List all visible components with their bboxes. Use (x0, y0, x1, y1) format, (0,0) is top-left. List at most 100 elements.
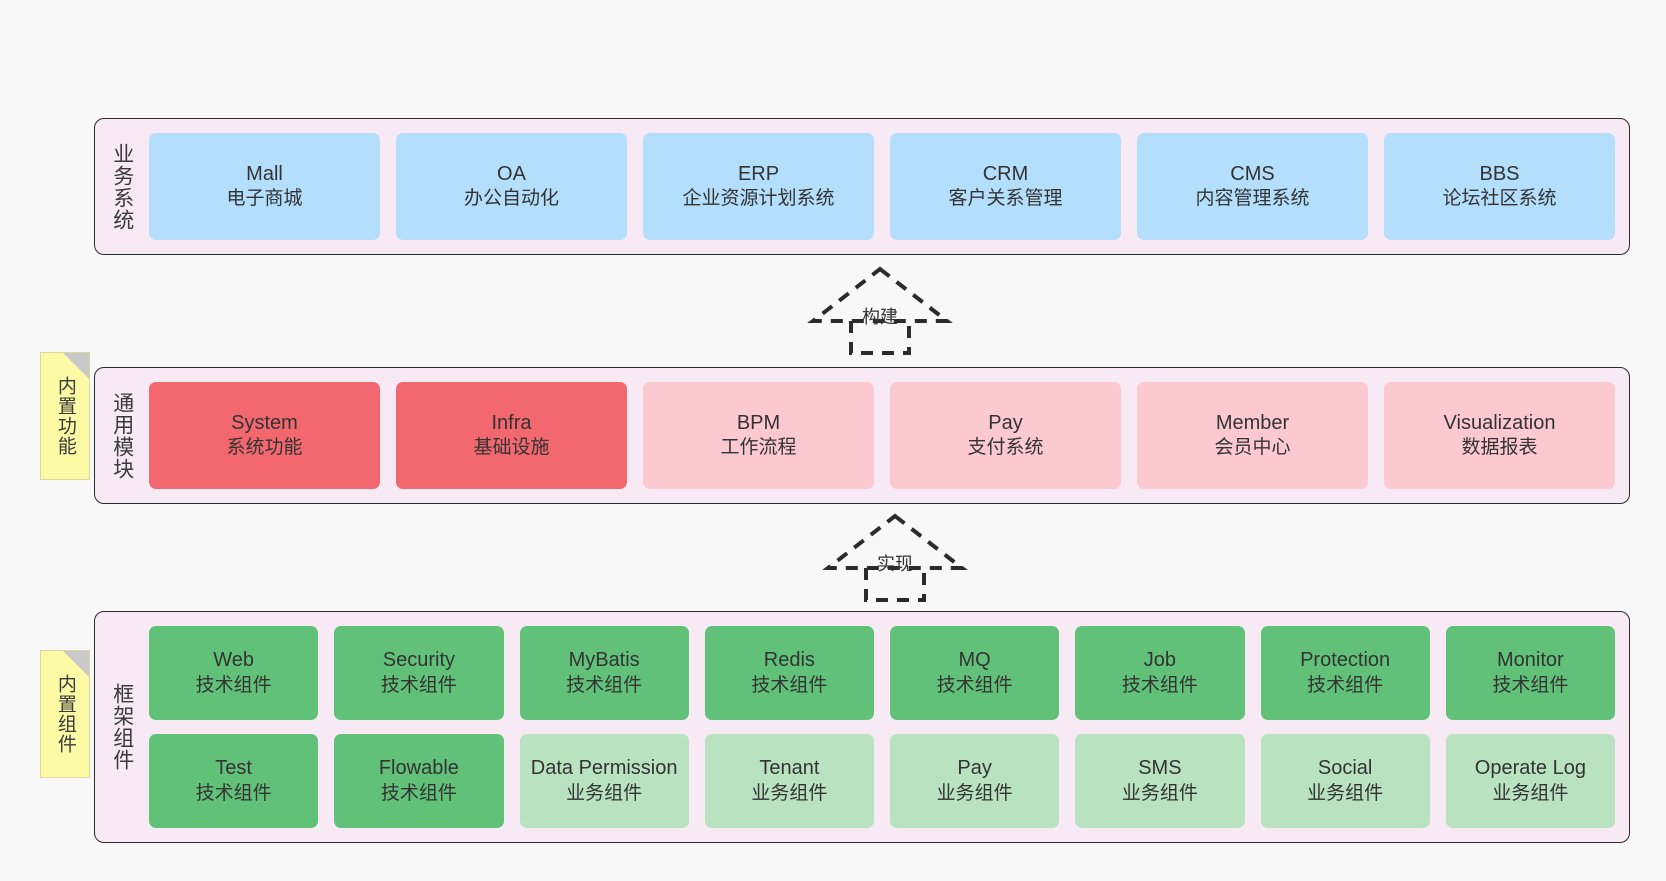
card-mq-title: MQ (958, 649, 991, 672)
card-pay-module[interactable]: Pay 支付系统 (890, 382, 1121, 489)
card-pay-module-subtitle: 支付系统 (967, 437, 1044, 459)
card-security-title: Security (382, 649, 455, 672)
card-test-title: Test (215, 757, 252, 780)
note-builtin-component: 内置组件 (40, 650, 90, 778)
card-flowable-subtitle: 技术组件 (380, 782, 457, 804)
card-crm-title: CRM (982, 162, 1029, 185)
card-mybatis[interactable]: MyBatis 技术组件 (519, 626, 689, 720)
card-pay-component-title: Pay (957, 757, 992, 780)
card-mq[interactable]: MQ 技术组件 (890, 626, 1060, 720)
card-bbs-subtitle: 论坛社区系统 (1442, 188, 1557, 210)
card-operate-log-subtitle: 业务组件 (1492, 782, 1569, 804)
card-pay-module-title: Pay (988, 411, 1023, 434)
card-redis[interactable]: Redis 技术组件 (704, 626, 874, 720)
card-member-subtitle: 会员中心 (1214, 437, 1291, 459)
card-social-subtitle: 业务组件 (1307, 782, 1384, 804)
card-sms-title: SMS (1138, 757, 1182, 780)
note-builtin-function-text: 内置功能 (54, 376, 76, 456)
card-operate-log[interactable]: Operate Log 业务组件 (1445, 734, 1615, 828)
card-cms[interactable]: CMS 内容管理系统 (1137, 133, 1368, 240)
card-cms-title: CMS (1230, 162, 1275, 185)
card-web-subtitle: 技术组件 (195, 674, 272, 696)
card-redis-subtitle: 技术组件 (751, 674, 828, 696)
card-system[interactable]: System 系统功能 (149, 382, 380, 489)
card-protection[interactable]: Protection 技术组件 (1260, 626, 1430, 720)
card-mybatis-subtitle: 技术组件 (566, 674, 643, 696)
layer-common-module: 通用模块 System 系统功能 Infra 基础设施 BPM 工作流程 Pay… (94, 367, 1630, 504)
card-tenant[interactable]: Tenant 业务组件 (704, 734, 874, 828)
card-bpm[interactable]: BPM 工作流程 (643, 382, 874, 489)
layer-framework-component-label: 框架组件 (110, 683, 134, 771)
card-web[interactable]: Web 技术组件 (149, 626, 319, 720)
card-mq-subtitle: 技术组件 (936, 674, 1013, 696)
card-member[interactable]: Member 会员中心 (1137, 382, 1368, 489)
framework-tech-row: Web 技术组件 Security 技术组件 MyBatis 技术组件 Redi… (149, 626, 1615, 720)
card-social-title: Social (1317, 757, 1373, 780)
connector-build-label: 构建 (862, 307, 898, 327)
card-erp[interactable]: ERP 企业资源计划系统 (643, 133, 874, 240)
card-oa-title: OA (497, 162, 526, 185)
card-sms[interactable]: SMS 业务组件 (1075, 734, 1245, 828)
card-job-subtitle: 技术组件 (1121, 674, 1198, 696)
card-data-permission-subtitle: 业务组件 (566, 782, 643, 804)
connector-implement-label: 实现 (877, 554, 913, 574)
card-visualization[interactable]: Visualization 数据报表 (1384, 382, 1615, 489)
card-protection-subtitle: 技术组件 (1307, 674, 1384, 696)
connector-implement: 实现 (810, 510, 980, 602)
note-builtin-component-text: 内置组件 (54, 674, 76, 754)
business-system-cards: Mall 电子商城 OA 办公自动化 ERP 企业资源计划系统 CRM 客户关系… (145, 119, 1629, 254)
card-mybatis-title: MyBatis (568, 649, 640, 672)
card-redis-title: Redis (763, 649, 815, 672)
card-monitor-subtitle: 技术组件 (1492, 674, 1569, 696)
card-data-permission-title: Data Permission (530, 757, 678, 780)
framework-component-cards: Web 技术组件 Security 技术组件 MyBatis 技术组件 Redi… (145, 612, 1629, 842)
card-bpm-subtitle: 工作流程 (720, 437, 797, 459)
card-security-subtitle: 技术组件 (380, 674, 457, 696)
card-pay-component-subtitle: 业务组件 (936, 782, 1013, 804)
card-oa-subtitle: 办公自动化 (463, 188, 559, 210)
card-erp-subtitle: 企业资源计划系统 (682, 188, 835, 210)
note-fold-corner-icon (63, 353, 89, 379)
card-mall-subtitle: 电子商城 (226, 188, 303, 210)
card-monitor-title: Monitor (1497, 649, 1564, 672)
card-test[interactable]: Test 技术组件 (149, 734, 319, 828)
card-operate-log-title: Operate Log (1474, 757, 1586, 780)
card-infra-title: Infra (491, 411, 532, 434)
connector-build: 构建 (795, 263, 965, 355)
card-mall-title: Mall (246, 162, 283, 185)
card-tenant-title: Tenant (759, 757, 820, 780)
card-web-title: Web (213, 649, 254, 672)
card-crm[interactable]: CRM 客户关系管理 (890, 133, 1121, 240)
card-infra-subtitle: 基础设施 (473, 437, 550, 459)
connector-build-arrow (807, 266, 953, 355)
card-system-title: System (231, 411, 298, 434)
card-job[interactable]: Job 技术组件 (1075, 626, 1245, 720)
card-sms-subtitle: 业务组件 (1121, 782, 1198, 804)
card-visualization-subtitle: 数据报表 (1461, 437, 1538, 459)
card-pay-component[interactable]: Pay 业务组件 (890, 734, 1060, 828)
layer-framework-component: 框架组件 Web 技术组件 Security 技术组件 MyBatis 技术组件… (94, 611, 1630, 843)
card-monitor[interactable]: Monitor 技术组件 (1445, 626, 1615, 720)
card-flowable[interactable]: Flowable 技术组件 (334, 734, 504, 828)
card-social[interactable]: Social 业务组件 (1260, 734, 1430, 828)
note-fold-corner-icon (63, 651, 89, 677)
layer-common-module-label: 通用模块 (110, 391, 134, 480)
card-protection-title: Protection (1300, 649, 1391, 672)
card-flowable-title: Flowable (378, 757, 459, 780)
card-mall[interactable]: Mall 电子商城 (149, 133, 380, 240)
card-cms-subtitle: 内容管理系统 (1195, 188, 1310, 210)
layer-business-system: 业务系统 Mall 电子商城 OA 办公自动化 ERP 企业资源计划系统 CRM… (94, 118, 1630, 255)
card-data-permission[interactable]: Data Permission 业务组件 (519, 734, 689, 828)
card-security[interactable]: Security 技术组件 (334, 626, 504, 720)
card-infra[interactable]: Infra 基础设施 (396, 382, 627, 489)
card-oa[interactable]: OA 办公自动化 (396, 133, 627, 240)
framework-business-row: Test 技术组件 Flowable 技术组件 Data Permission … (149, 734, 1615, 828)
card-member-title: Member (1215, 411, 1290, 434)
card-bpm-title: BPM (736, 411, 781, 434)
card-bbs[interactable]: BBS 论坛社区系统 (1384, 133, 1615, 240)
card-erp-title: ERP (737, 162, 780, 185)
connector-implement-arrow (822, 513, 968, 602)
card-visualization-title: Visualization (1443, 411, 1556, 434)
card-system-subtitle: 系统功能 (226, 437, 303, 459)
card-bbs-title: BBS (1479, 162, 1520, 185)
